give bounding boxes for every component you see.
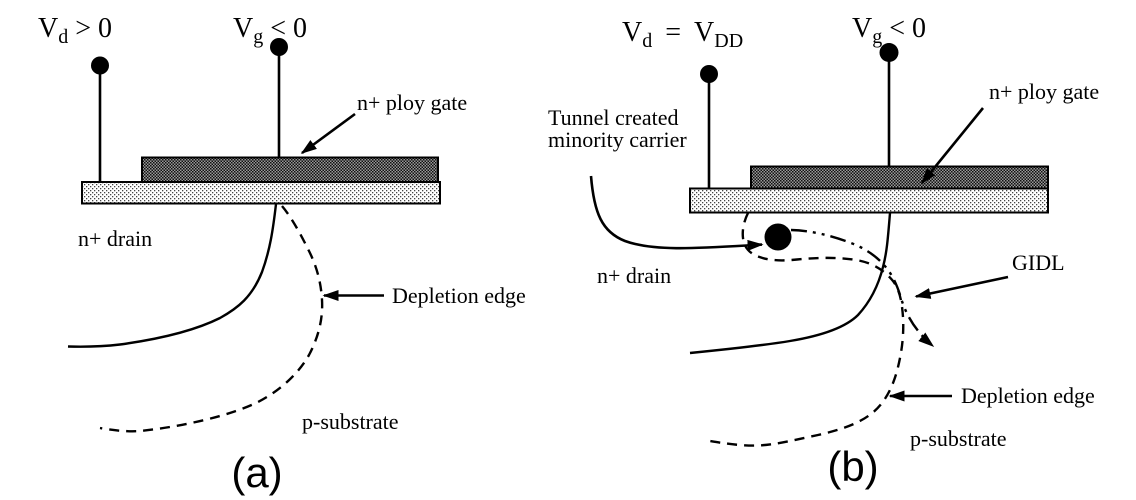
gate-label-b: n+ ploy gate	[989, 79, 1099, 104]
panel-a: Vd> 0 Vg< 0 n+ ploy gate n+ drain Deplet…	[38, 13, 526, 496]
drain-label-b: n+ drain	[597, 263, 671, 288]
substrate-label-b: p-substrate	[910, 426, 1007, 451]
poly-gate-rect-b	[750, 165, 1049, 190]
caption-a: (a)	[231, 449, 282, 496]
gate-terminal-dot-b	[879, 43, 899, 62]
drain-terminal-label-a: Vd> 0	[38, 13, 112, 48]
tunnel-label-line1: Tunnel created	[548, 105, 679, 130]
drain-terminal-dot-a	[91, 56, 109, 75]
junction-curve-a	[67, 203, 278, 348]
depletion-label-a: Depletion edge	[392, 283, 526, 308]
gidl-arrow	[914, 275, 1009, 299]
gidl-label: GIDL	[1012, 250, 1065, 275]
oxide-drain-rect-b	[689, 187, 1049, 214]
gate-terminal-label-a: Vg< 0	[233, 13, 307, 48]
drain-terminal-label-b: Vd=VDD	[622, 17, 743, 52]
tunnel-label-line2: minority carrier	[548, 127, 687, 152]
gate-label-arrow-b	[920, 107, 985, 185]
junction-curve-b	[689, 212, 892, 355]
gidl-path	[790, 228, 935, 347]
oxide-drain-rect-a	[81, 181, 441, 205]
caption-b: (b)	[827, 443, 878, 490]
gate-label-arrow-a	[300, 112, 356, 155]
gate-label-a: n+ ploy gate	[357, 90, 467, 115]
panel-b: Vd=VDD Vg< 0 n+ ploy gate Tunnel created…	[548, 13, 1099, 490]
depletion-curve-b	[709, 212, 905, 447]
drain-terminal-dot-b	[700, 65, 718, 83]
gate-terminal-label-b: Vg< 0	[852, 13, 926, 48]
tunnel-arrow	[589, 175, 764, 251]
substrate-label-a: p-substrate	[302, 409, 399, 434]
minority-carrier-dot	[764, 223, 792, 251]
depletion-curve-a	[99, 205, 324, 433]
poly-gate-rect-a	[141, 156, 439, 183]
gate-terminal-dot-a	[270, 38, 288, 56]
drain-label-a: n+ drain	[78, 226, 152, 251]
depletion-label-b: Depletion edge	[961, 383, 1095, 408]
